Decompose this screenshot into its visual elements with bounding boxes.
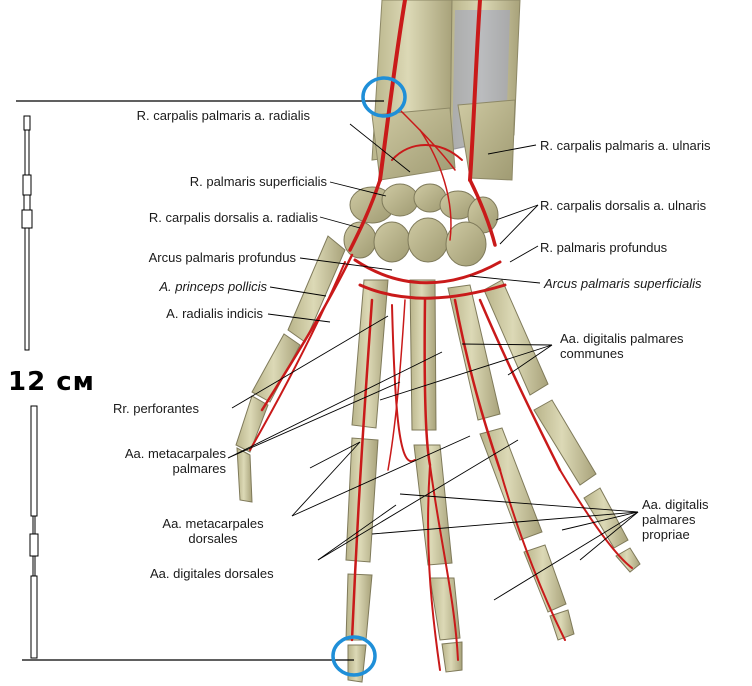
- label-arcus-palmaris-profundus: Arcus palmaris profundus: [60, 250, 296, 265]
- carpal-bones: [344, 184, 498, 266]
- scale-label: 12 см: [8, 367, 95, 397]
- thumb-bones: [236, 236, 345, 502]
- scale-bar-upper: [22, 116, 32, 350]
- label-aa-digitalis-palmares-communes: Aa. digitalis palmares communes: [560, 331, 730, 361]
- label-r-palmaris-superficialis: R. palmaris superficialis: [120, 174, 327, 189]
- label-aa-digitalis-palmares-propriae: Aa. digitalis palmares propriae: [642, 497, 722, 542]
- label-aa-metacarpales-palmares: Aa. metacarpales palmares: [116, 446, 226, 476]
- label-aa-digitales-dorsales: Aa. digitales dorsales: [150, 566, 274, 581]
- label-aa-metacarpales-dorsales: Aa. metacarpales dorsales: [138, 516, 288, 546]
- label-r-palmaris-profundus: R. palmaris profundus: [540, 240, 667, 255]
- little-finger-bones: [484, 280, 640, 572]
- label-r-carpalis-palmaris-radialis: R. carpalis palmaris a. radialis: [64, 108, 310, 123]
- label-rr-perforantes: Rr. perforantes: [113, 401, 199, 416]
- scale-bar-lower: [30, 406, 38, 658]
- label-r-carpalis-dorsalis-radialis: R. carpalis dorsalis a. radialis: [70, 210, 318, 225]
- forearm-bones: [372, 0, 520, 180]
- label-a-radialis-indicis: A. radialis indicis: [90, 306, 263, 321]
- label-r-carpalis-dorsalis-ulnaris: R. carpalis dorsalis a. ulnaris: [540, 198, 706, 213]
- label-r-carpalis-palmaris-ulnaris: R. carpalis palmaris a. ulnaris: [540, 138, 711, 153]
- label-a-princeps-pollicis: A. princeps pollicis: [90, 279, 267, 294]
- label-arcus-palmaris-superficialis: Arcus palmaris superficialis: [544, 276, 702, 291]
